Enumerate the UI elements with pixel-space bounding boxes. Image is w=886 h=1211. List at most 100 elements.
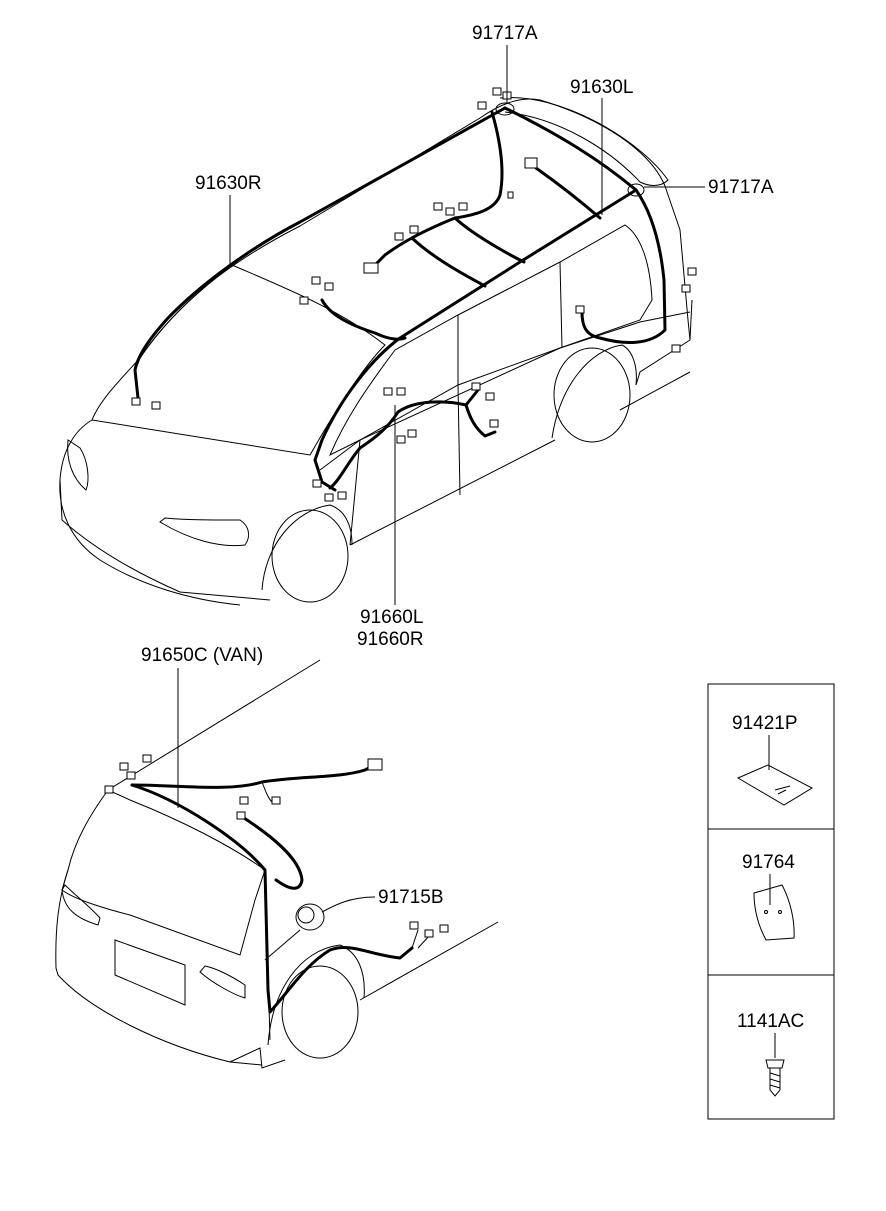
front-grille bbox=[159, 517, 250, 547]
pad-91715b-inner bbox=[297, 906, 315, 924]
screw-1141ac-head bbox=[765, 1059, 785, 1069]
front-wheel-arch bbox=[261, 504, 353, 591]
vehicle-top-view bbox=[59, 97, 693, 606]
connector bbox=[383, 387, 393, 396]
connector bbox=[311, 276, 321, 285]
label-91717a-rear: 91717A bbox=[708, 177, 774, 198]
connector bbox=[312, 479, 322, 488]
leaders-bottom bbox=[177, 668, 376, 913]
harness-top bbox=[131, 87, 697, 502]
screw-1141ac-thread bbox=[769, 1072, 781, 1089]
connector bbox=[477, 101, 487, 110]
label-91715b: 91715B bbox=[378, 887, 444, 908]
label-91630r: 91630R bbox=[195, 173, 262, 194]
harness-91650c-top bbox=[130, 763, 377, 789]
parts-box-item-code: 1141AC bbox=[737, 1011, 805, 1032]
harness-bottom bbox=[104, 754, 449, 1014]
lower-sill bbox=[349, 371, 691, 546]
vehicle-rear-view bbox=[55, 659, 499, 1069]
connector bbox=[151, 401, 161, 410]
connector bbox=[507, 191, 514, 199]
connector bbox=[485, 392, 495, 401]
connector bbox=[409, 225, 419, 234]
front-bumper bbox=[59, 479, 241, 606]
connector bbox=[367, 758, 383, 771]
window-pillar-c bbox=[559, 261, 563, 349]
label-91660r: 91660R bbox=[357, 629, 424, 650]
connectors-top bbox=[131, 87, 697, 502]
connector bbox=[324, 282, 334, 291]
connectors-bottom bbox=[104, 754, 449, 938]
connector bbox=[324, 493, 334, 502]
harness-91660 bbox=[328, 400, 497, 490]
label-91630l: 91630L bbox=[570, 77, 634, 98]
side-beltline bbox=[319, 311, 691, 471]
grommet-91717a-rear bbox=[627, 183, 645, 197]
label-91717a-top: 91717A bbox=[472, 23, 538, 44]
connector bbox=[236, 811, 246, 820]
pad-91764-hole bbox=[764, 910, 768, 914]
parts-box bbox=[707, 683, 835, 1120]
connector bbox=[396, 387, 406, 396]
rear-tailgate-glass bbox=[61, 789, 266, 956]
connector bbox=[489, 419, 499, 428]
harness-91650c bbox=[130, 783, 414, 1014]
front-wheel bbox=[271, 509, 349, 603]
windshield bbox=[91, 264, 386, 456]
connector bbox=[104, 785, 114, 794]
connector bbox=[126, 771, 136, 780]
rear-body bbox=[55, 869, 263, 1066]
rear-wheel-bottom bbox=[281, 965, 359, 1059]
connector bbox=[458, 202, 468, 211]
grommet-91717a-top bbox=[495, 102, 515, 116]
connector bbox=[239, 796, 249, 805]
connector bbox=[337, 491, 347, 500]
rear-wheel bbox=[553, 347, 631, 443]
connector bbox=[394, 232, 404, 241]
roof-branch-3 bbox=[410, 236, 487, 288]
connector bbox=[671, 344, 681, 353]
connector bbox=[681, 284, 691, 293]
harness-91630l bbox=[503, 106, 667, 344]
connector bbox=[131, 397, 141, 406]
label-sheet-icon bbox=[736, 764, 814, 806]
parts-box-item-code: 91764 bbox=[742, 852, 795, 873]
connector bbox=[575, 305, 585, 314]
roof-branch-2 bbox=[453, 216, 526, 264]
rear-end bbox=[635, 299, 693, 386]
rear-roofline bbox=[107, 659, 321, 791]
rear-bumper bbox=[229, 1047, 286, 1069]
rear-spoiler bbox=[499, 97, 669, 186]
leaders-top bbox=[229, 45, 705, 605]
pad-91715b bbox=[295, 903, 325, 931]
label-91650c: 91650C (VAN) bbox=[141, 645, 264, 666]
roof-branch-5 bbox=[320, 298, 407, 341]
label-91660l: 91660L bbox=[360, 607, 424, 628]
headlight bbox=[67, 439, 89, 491]
harness-91650c-branch bbox=[242, 816, 304, 890]
connector bbox=[363, 262, 379, 274]
connector bbox=[492, 87, 502, 96]
connector bbox=[396, 435, 406, 444]
connector bbox=[439, 924, 449, 933]
parts-box-item-code: 91421P bbox=[732, 713, 798, 734]
label-sheet-marks bbox=[774, 785, 791, 795]
connector bbox=[471, 382, 481, 391]
hood bbox=[59, 419, 271, 601]
connector bbox=[524, 157, 538, 169]
connector bbox=[407, 429, 417, 438]
license-plate bbox=[114, 939, 186, 1006]
connector bbox=[424, 929, 434, 938]
connector bbox=[142, 754, 152, 763]
pad-91764-hole bbox=[778, 910, 782, 914]
screw-1141ac-shaft bbox=[769, 1068, 781, 1097]
roof-branch-1 bbox=[370, 110, 504, 270]
roof-branch-4 bbox=[534, 166, 602, 220]
rear-wheel-arch bbox=[551, 344, 637, 439]
connector bbox=[299, 296, 309, 305]
connector bbox=[271, 796, 281, 805]
connector bbox=[409, 921, 419, 930]
harness-91630r bbox=[133, 106, 507, 400]
pad-91764-icon bbox=[753, 884, 795, 941]
